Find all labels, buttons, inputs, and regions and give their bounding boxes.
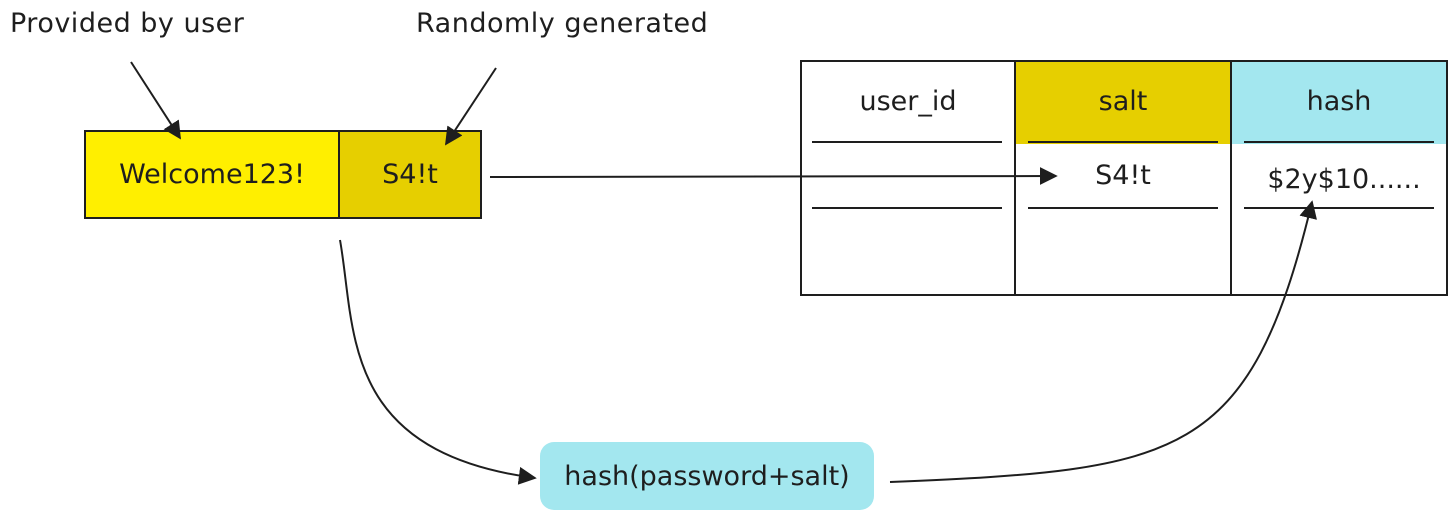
provided-by-user-arrow <box>130 61 181 140</box>
cell-salt: S4!t <box>1095 160 1151 191</box>
hash-function-label: hash(password+salt) <box>564 460 850 492</box>
hash-function-box: hash(password+salt) <box>540 442 874 510</box>
hash-function-to-table-arrow <box>889 200 1317 483</box>
password-text: Welcome123! <box>119 159 305 190</box>
password-box: Welcome123! <box>84 130 340 219</box>
column-header-hash: hash <box>1306 86 1372 117</box>
salt-to-table-arrow <box>489 167 1058 186</box>
table-column-hash: hash $2y$10...... <box>1230 60 1448 296</box>
input-to-hash-function-arrow <box>339 239 537 485</box>
column-header-hash-fill <box>1232 62 1446 144</box>
randomly-generated-label: Randomly generated <box>416 8 709 39</box>
cell-hash: $2y$10...... <box>1267 164 1421 195</box>
salt-text: S4!t <box>382 159 438 190</box>
table-column-salt: salt S4!t <box>1014 60 1232 296</box>
column-header-user-id: user_id <box>859 86 957 117</box>
column-header-salt-fill <box>1016 62 1230 144</box>
randomly-generated-arrow <box>445 67 497 146</box>
provided-by-user-label: Provided by user <box>10 8 245 39</box>
column-header-salt: salt <box>1098 86 1148 117</box>
